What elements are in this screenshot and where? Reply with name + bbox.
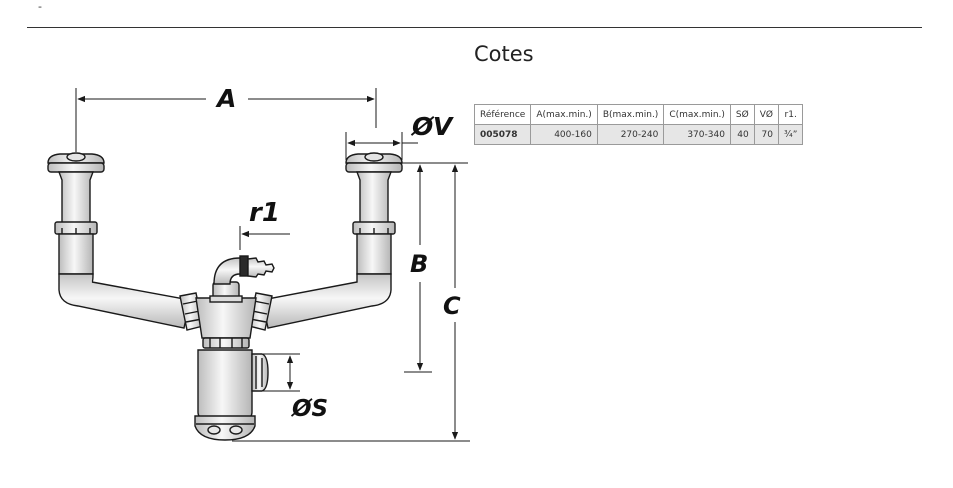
- section-title: Cotes: [474, 42, 534, 66]
- table-header-cell: C(max.min.): [663, 104, 731, 125]
- table-cell: 270-240: [596, 124, 665, 145]
- table-cell: 370-340: [663, 124, 731, 145]
- dimension-c: [232, 164, 470, 442]
- top-divider: [27, 27, 922, 28]
- table-cell-reference: 005078: [473, 124, 532, 145]
- dimension-b-label: B: [410, 250, 428, 278]
- dimension-r1-label: r1: [249, 198, 280, 228]
- table-row: 005078 400-160 270-240 370-340 40 70 ¾”: [473, 124, 804, 145]
- siphon-part: [47, 152, 403, 441]
- dimension-r1: [239, 226, 290, 250]
- table-header-cell: Référence: [473, 104, 532, 125]
- table-cell: 40: [729, 124, 755, 145]
- table-cell: ¾”: [777, 124, 804, 145]
- dimension-b: [402, 162, 468, 373]
- table-header-cell: A(max.min.): [530, 104, 598, 125]
- top-mark: -: [38, 0, 42, 13]
- dimension-a: [75, 88, 377, 152]
- table-header-row: Référence A(max.min.) B(max.min.) C(max.…: [473, 104, 804, 125]
- dimension-v-label: ØV: [410, 112, 454, 141]
- table-header-cell: SØ: [729, 104, 755, 125]
- table-cell: 70: [753, 124, 779, 145]
- dimension-s-label: ØS: [290, 396, 328, 422]
- table-header-cell: VØ: [753, 104, 779, 125]
- dimensions-table: Référence A(max.min.) B(max.min.) C(max.…: [473, 104, 804, 145]
- table-cell: 400-160: [530, 124, 598, 145]
- dimension-a-label: A: [215, 84, 236, 113]
- table-header-cell: B(max.min.): [596, 104, 665, 125]
- dimension-c-label: C: [443, 292, 461, 320]
- dimension-s: [262, 353, 300, 392]
- dimension-v: [345, 132, 418, 160]
- table-header-cell: r1.: [777, 104, 804, 125]
